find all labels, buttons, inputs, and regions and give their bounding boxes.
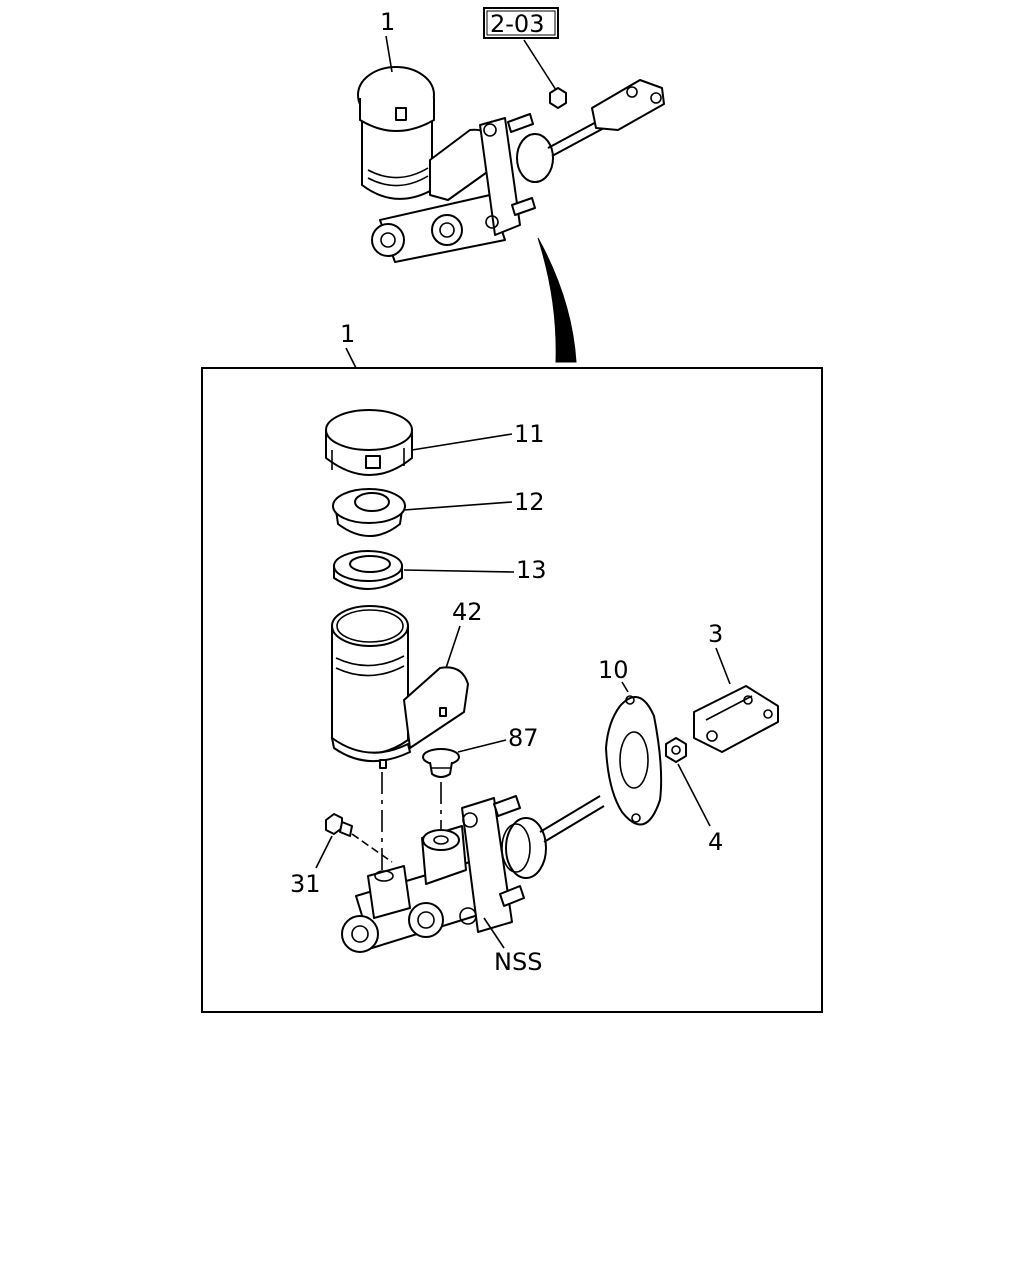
detail-arrow xyxy=(537,237,577,363)
callout-cap: 11 xyxy=(514,420,545,448)
callout-diaphragm: 12 xyxy=(514,488,545,516)
nut-part xyxy=(665,737,687,763)
seal-part xyxy=(333,550,403,590)
gasket-part xyxy=(605,695,663,826)
diaphragm-part xyxy=(332,488,406,537)
callout-body: NSS xyxy=(494,948,542,976)
reference-box-label: 2-03 xyxy=(490,10,544,38)
callout-seal: 13 xyxy=(516,556,547,584)
clevis-part xyxy=(693,685,779,753)
grommet-part xyxy=(422,748,460,778)
callout-assembly-top: 1 xyxy=(380,8,395,36)
callout-grommet: 87 xyxy=(508,724,539,752)
callout-clevis: 3 xyxy=(708,620,723,648)
callout-reservoir: 42 xyxy=(452,598,483,626)
reservoir-part xyxy=(331,605,469,769)
cylinder-body-part xyxy=(341,795,605,953)
bolt-part xyxy=(325,813,353,837)
exploded-view-frame xyxy=(201,367,823,1013)
callout-nut: 4 xyxy=(708,828,723,856)
callout-gasket: 10 xyxy=(598,656,629,684)
callout-assembly-box: 1 xyxy=(340,320,355,348)
callout-bolt: 31 xyxy=(290,870,321,898)
reference-box: 2-03 xyxy=(483,7,559,39)
assembly-illustration xyxy=(357,66,665,263)
cap-part xyxy=(325,409,413,476)
